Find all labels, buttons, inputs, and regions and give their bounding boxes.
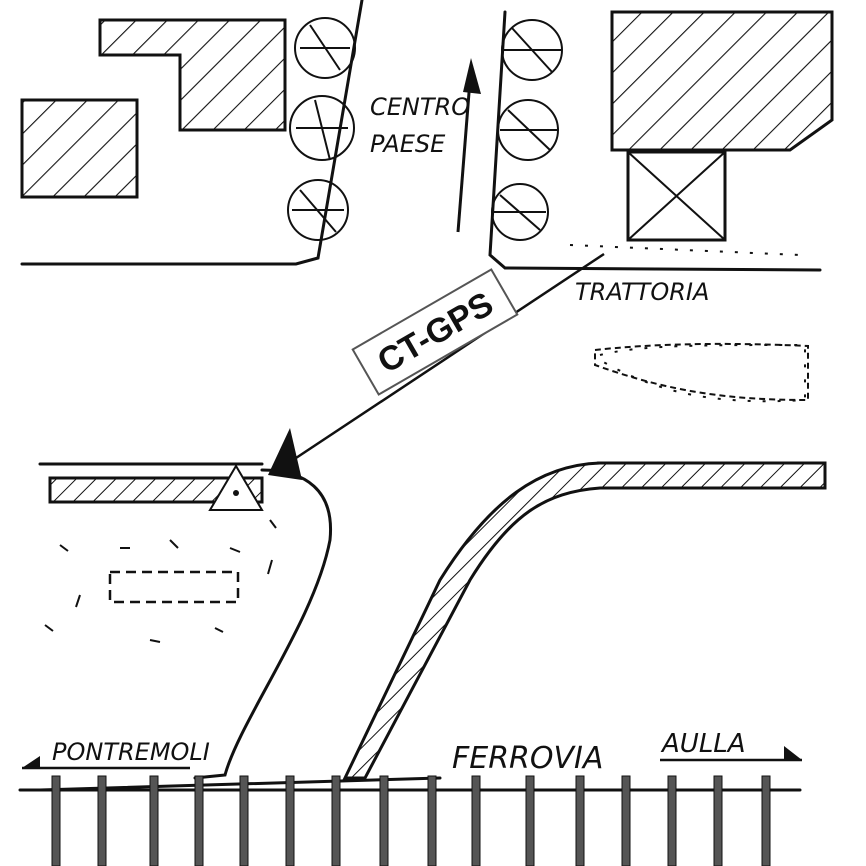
- traffic-island: [594, 342, 809, 402]
- trattoria-building: [626, 150, 727, 242]
- dotted-verge: [569, 244, 806, 403]
- building-top-left-large: [98, 18, 287, 132]
- label-ferrovia: FERROVIA: [452, 741, 603, 776]
- cone-pointer-icon: [268, 428, 302, 480]
- sight-line: [295, 252, 605, 460]
- parking-outline: [108, 570, 240, 604]
- label-aulla: AULLA: [660, 729, 746, 759]
- scribble-marks: [44, 519, 277, 643]
- label-centro: CENTRO: [370, 93, 470, 121]
- building-top-right: [610, 10, 834, 152]
- label-pontremoli: PONTREMOLI: [52, 738, 210, 766]
- building-top-left-small: [20, 98, 139, 199]
- triangle-marker-icon: [208, 464, 264, 511]
- railway-track: [40, 775, 800, 866]
- arrow-right-icon: [660, 746, 802, 762]
- watermark-stamp: CT-GPS: [351, 268, 519, 396]
- arrow-left-icon: [22, 756, 190, 770]
- sidewalk-curve-right: [342, 461, 827, 780]
- label-paese: PAESE: [370, 130, 446, 158]
- label-trattoria: TRATTORIA: [575, 278, 709, 306]
- tree-icon: [287, 17, 563, 241]
- arrow-up-icon: [456, 58, 481, 233]
